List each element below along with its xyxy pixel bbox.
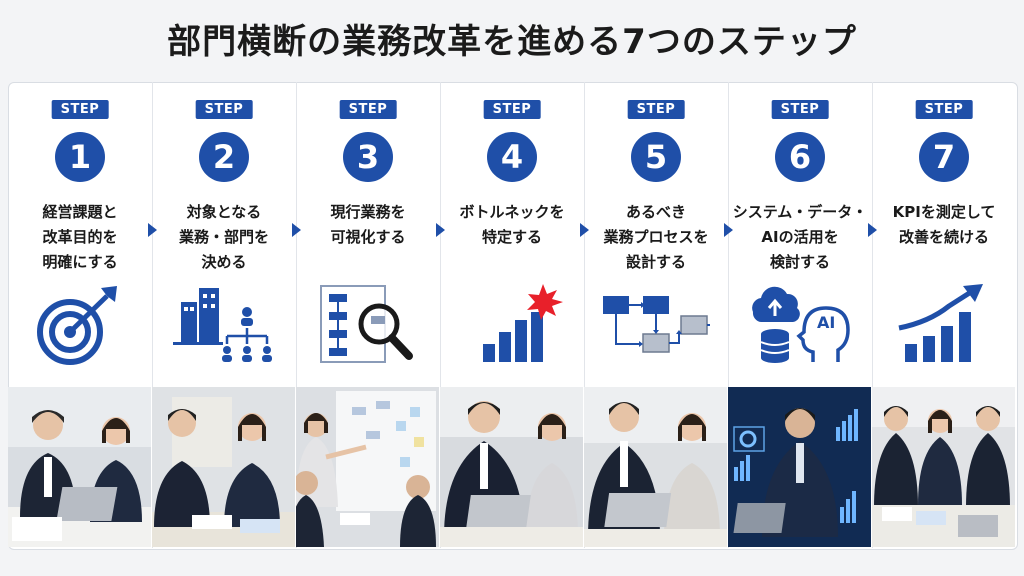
step-6: STEP 6 システム・データ・ AIの活用を 検討する AI [728,82,873,548]
next-arrow-icon [724,223,733,237]
step-number: 6 [775,132,825,182]
step-number: 7 [919,132,969,182]
process-flow-icon [603,296,710,353]
step-number: 5 [631,132,681,182]
step-description: システム・データ・ AIの活用を 検討する [732,203,868,271]
step-description: 現行業務を 可視化する [330,203,406,246]
whiteboard-presentation-photo [296,387,439,547]
step-badge: STEP [771,100,829,119]
next-arrow-icon [436,223,445,237]
step-7: STEP 7 KPIを測定して 改善を続ける [872,82,1016,548]
step-description: ボトルネックを 特定する [459,203,565,246]
step-number: 3 [343,132,393,182]
step-description: 経営課題と 改革目的を 明確にする [42,203,118,271]
bar-chart-alert-icon [483,284,563,362]
step-description: あるべき 業務プロセスを 設計する [603,203,709,271]
step-5: STEP 5 あるべき 業務プロセスを 設計する [584,82,729,548]
step-description: 対象となる 業務・部門を 決める [178,203,269,271]
target-icon [37,286,117,365]
two-people-documents-photo [152,387,295,547]
step-badge: STEP [51,100,109,119]
step-badge: STEP [195,100,253,119]
step-4: STEP 4 ボトルネックを 特定する [440,82,585,548]
growth-chart-icon [898,284,983,362]
team-review-photo [872,387,1015,547]
step-badge: STEP [627,100,685,119]
step-badge: STEP [339,100,397,119]
step-description: KPIを測定して 改善を続ける [892,203,996,246]
step-number: 1 [55,132,105,182]
step-badge: STEP [483,100,541,119]
step-3: STEP 3 現行業務を 可視化する [296,82,441,548]
cloud-ai-icon: AI [752,286,850,363]
next-arrow-icon [148,223,157,237]
org-chart-icon [173,288,272,362]
step-2: STEP 2 対象となる 業務・部門を 決める [152,82,297,548]
flowchart-magnifier-icon [320,285,413,363]
step-1: STEP 1 経営課題と 改革目的を 明確にする [8,82,153,548]
two-people-meeting-photo [8,387,151,547]
next-arrow-icon [580,223,589,237]
svg-text:AI: AI [817,313,835,332]
data-dashboard-photo [728,387,871,547]
page-title: 部門横断の業務改革を進める7つのステップ [167,22,857,62]
next-arrow-icon [292,223,301,237]
step-number: 2 [199,132,249,182]
two-people-smiling-photo [584,387,727,547]
step-number: 4 [487,132,537,182]
next-arrow-icon [868,223,877,237]
step-badge: STEP [915,100,973,119]
two-people-laptop-photo [440,387,583,547]
